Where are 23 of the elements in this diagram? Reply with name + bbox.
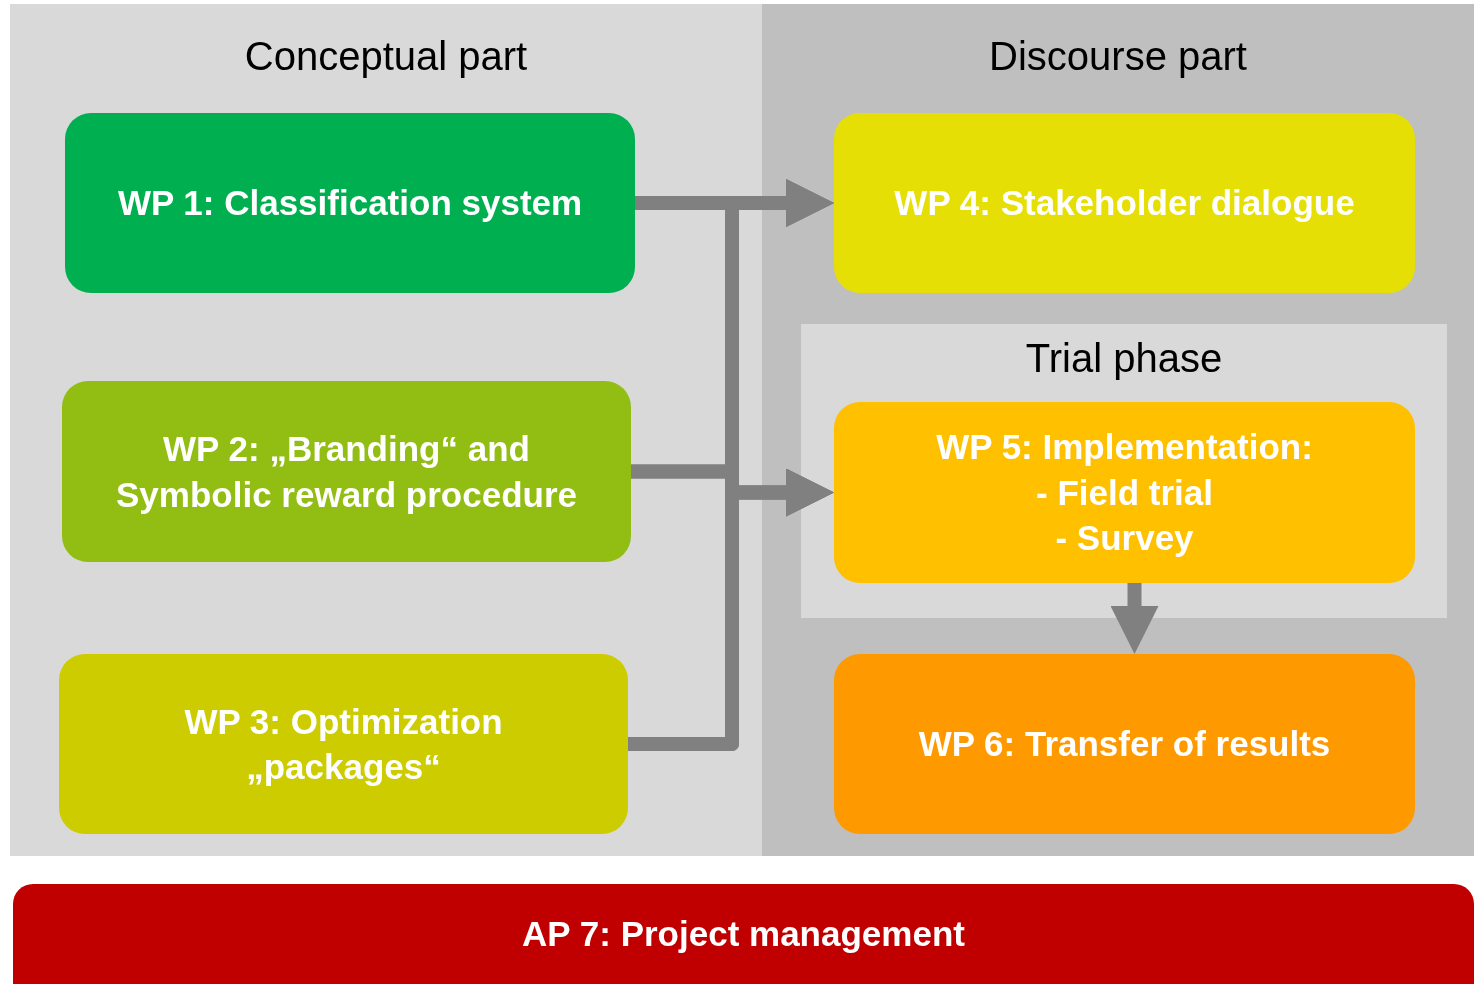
box-label: AP 7: Project management bbox=[522, 913, 965, 956]
process-box bbox=[834, 402, 1415, 583]
box-label: WP 3: Optimization „packages“ bbox=[183, 700, 504, 788]
box-label: WP 6: Transfer of results bbox=[918, 723, 1331, 766]
section-panel bbox=[762, 4, 1474, 856]
box-label: WP 2: „Branding“ and Symbolic reward procedure bbox=[115, 428, 578, 516]
panel-title: Discourse part bbox=[988, 34, 1248, 79]
box-label: WP 5: Implementation: bbox=[936, 426, 1313, 469]
arrow bbox=[1110, 583, 1159, 654]
box-label: WP 1: Classification system bbox=[117, 182, 583, 225]
process-box bbox=[834, 654, 1415, 834]
box-label: WP 4: Stakeholder dialogue bbox=[894, 182, 1355, 225]
panel-title: Conceptual part bbox=[243, 34, 529, 79]
section-panel bbox=[10, 4, 762, 856]
panel-title: Trial phase bbox=[1024, 336, 1224, 381]
list-item: - Field trial bbox=[1036, 471, 1213, 514]
process-box bbox=[65, 113, 635, 293]
phase-panel bbox=[801, 324, 1447, 618]
process-box bbox=[62, 381, 631, 562]
process-box bbox=[59, 654, 628, 834]
process-box bbox=[834, 113, 1415, 293]
management-bar bbox=[13, 884, 1474, 984]
list-item: - Survey bbox=[1055, 517, 1194, 560]
